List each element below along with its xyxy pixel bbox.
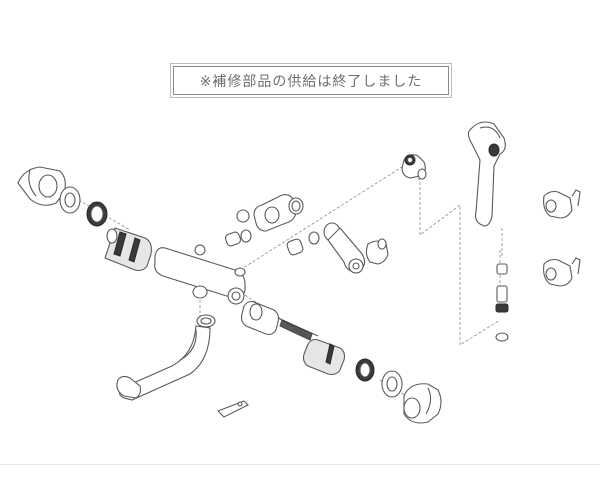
left-ring: [59, 186, 81, 214]
hand-shower: [467, 121, 506, 227]
shower-hook-lower: [543, 257, 581, 287]
right-handle: [403, 383, 442, 424]
bottom-divider: [0, 464, 600, 465]
shower-hose: [495, 228, 509, 342]
flow-cartridge: [240, 300, 319, 341]
right-ring: [381, 370, 403, 398]
spout: [116, 314, 216, 401]
right-nut: [355, 358, 375, 382]
faucet-body: [154, 244, 246, 305]
check-valve-fittings: [224, 209, 320, 256]
mounting-leg: [323, 222, 389, 274]
right-valve-head: [302, 338, 346, 376]
thermostat-cartridge: [104, 227, 152, 272]
elbow-joint: [401, 154, 427, 180]
upper-connector: [253, 194, 304, 232]
left-nut: [86, 201, 108, 227]
left-handle: [17, 166, 66, 206]
discontinued-parts-notice: ※補修部品の供給は終了しました: [170, 63, 452, 98]
shower-hook-upper: [543, 189, 581, 219]
wrench-tool: [217, 400, 249, 418]
